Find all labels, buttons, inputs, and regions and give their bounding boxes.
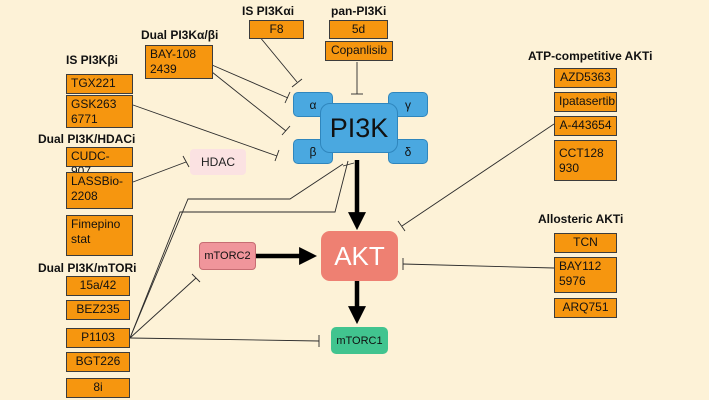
heading-pan-pi3k: pan-PI3Ki	[331, 4, 387, 18]
inhibit-allosteric-akt	[402, 258, 555, 270]
hdac-node: HDAC	[190, 149, 246, 175]
drug-box-a443654: A-443654	[554, 116, 617, 136]
drug-box-bgt226: BGT226	[66, 352, 130, 372]
drug-box-tgx221: TGX221	[66, 74, 133, 94]
drug-box-5d: 5d	[329, 20, 388, 39]
drug-box-bay1125976: BAY112 5976	[554, 257, 617, 293]
drug-box-cct128930: CCT128 930	[554, 140, 617, 181]
heading-is-pi3ka: IS PI3Kαi	[242, 4, 295, 18]
akt-node: AKT	[321, 231, 398, 281]
drug-box-15a42: 15a/42	[66, 276, 130, 296]
drug-box-azd5363: AZD5363	[554, 68, 617, 88]
inhibit-dual-mtor-pi3k	[129, 160, 355, 339]
drug-box-8i: 8i	[66, 378, 130, 398]
drug-box-ipatasertib: Ipatasertib	[554, 92, 617, 112]
inhibit-gsk2636771-pi3k	[132, 104, 280, 162]
drug-box-bez235: BEZ235	[66, 300, 130, 320]
drug-box-lassbio2208: LASSBio- 2208	[66, 172, 133, 209]
mtorc2-node: mTORC2	[199, 242, 256, 270]
heading-dual-pi3k-hdac: Dual PI3K/HDACi	[38, 132, 136, 146]
inhibit-p1103-mtorc1	[129, 335, 320, 347]
drug-box-tcn: TCN	[554, 233, 617, 253]
heading-dual-pi3k-mtor: Dual PI3K/mTORi	[38, 261, 137, 275]
heading-allosteric-akt: Allosteric AKTi	[538, 212, 624, 226]
inhibit-bay1082439-pi3k	[211, 64, 291, 136]
drug-box-cudc907: CUDC-907	[66, 147, 133, 178]
drug-box-bay1082439: BAY-108 2439	[145, 45, 213, 79]
inhibit-lassbio-hdac	[132, 155, 190, 183]
heading-atp-akt: ATP-competitive AKTi	[528, 49, 653, 63]
drug-box-p1103: P1103	[66, 328, 130, 348]
inhibit-atp-akt-pi3k	[397, 123, 555, 232]
drug-box-arq751: ARQ751	[554, 298, 617, 318]
pi3k-node: PI3K	[320, 103, 398, 153]
drug-box-gsk2636771: GSK263 6771	[66, 95, 133, 128]
drug-box-f8: F8	[249, 20, 304, 39]
inhibit-p1103-mtorc2	[129, 273, 201, 339]
inhibit-f8-pi3k	[258, 35, 303, 88]
heading-is-pi3kb: IS PI3Kβi	[66, 53, 119, 67]
drug-box-fimepinostat: Fimepino stat	[66, 215, 133, 256]
heading-dual-pi3k-ab: Dual PI3Kα/βi	[141, 28, 219, 42]
drug-box-copanlisib: Copanlisib	[325, 41, 393, 61]
mtorc1-node: mTORC1	[331, 327, 388, 354]
inhibit-copanlisib-pi3k	[351, 62, 363, 95]
